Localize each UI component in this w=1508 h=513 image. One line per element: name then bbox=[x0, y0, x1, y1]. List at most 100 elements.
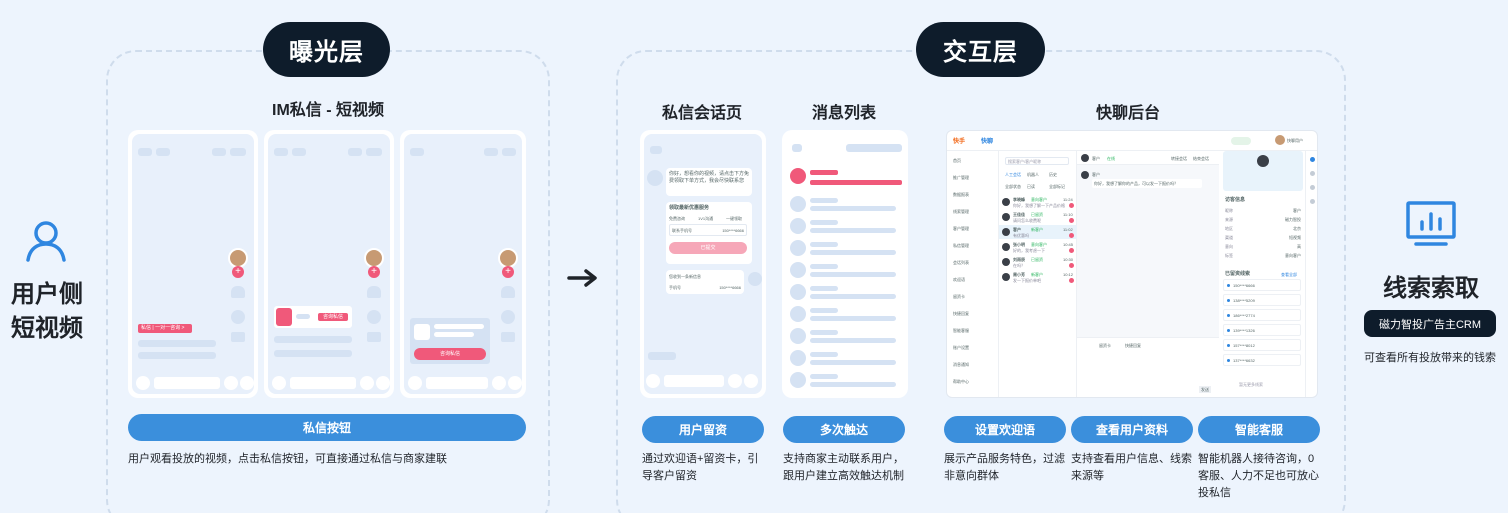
robot-description: 智能机器人接待咨询，0客服、人力不足也可放心投私信 bbox=[1198, 453, 1319, 499]
field-value[interactable]: 150****6666 bbox=[722, 228, 744, 233]
list-row-preview bbox=[810, 272, 896, 277]
session-time: 10:45 bbox=[1063, 242, 1074, 247]
tool-1[interactable]: 留资卡 bbox=[1099, 343, 1111, 348]
profile-value: 北京 bbox=[1293, 226, 1301, 231]
lead-capture-button[interactable]: 用户留资 bbox=[642, 416, 764, 443]
menu-item[interactable]: 消息通知 bbox=[953, 362, 969, 367]
menu-item[interactable]: 欢迎语 bbox=[953, 277, 965, 282]
session-tag: 新客户 bbox=[1031, 272, 1043, 277]
menu-item[interactable]: 数据报表 bbox=[953, 192, 969, 197]
session-avatar bbox=[1002, 213, 1010, 221]
left-label-line1: 用户侧 bbox=[11, 281, 83, 308]
clue-row[interactable]: 137****6632 bbox=[1223, 354, 1301, 366]
clue-dot bbox=[1227, 344, 1230, 347]
session-tab[interactable]: 历史 bbox=[1049, 172, 1057, 177]
reply-value: 150****6666 bbox=[719, 285, 741, 290]
list-avatar bbox=[790, 350, 806, 366]
view-profile-button[interactable]: 查看用户资料 bbox=[1071, 416, 1193, 443]
session-time: 10:12 bbox=[1063, 272, 1074, 277]
menu-item[interactable]: 首页 bbox=[953, 158, 961, 163]
card-opt2: 1V1沟通 bbox=[698, 216, 714, 221]
session-msg: 好的，我考虑一下 bbox=[1013, 248, 1045, 253]
profile-key: 渠道 bbox=[1225, 235, 1233, 240]
session-tag: 已留资 bbox=[1031, 257, 1043, 262]
reply-label: 手机号 bbox=[669, 285, 681, 290]
clue-row[interactable]: 157****8012 bbox=[1223, 339, 1301, 351]
session-tag: 新客户 bbox=[1031, 227, 1043, 232]
session-avatar bbox=[1002, 228, 1010, 236]
menu-item[interactable]: 留资卡 bbox=[953, 294, 965, 299]
user-icon bbox=[24, 218, 68, 262]
menu-item[interactable]: 客户管理 bbox=[953, 226, 969, 231]
submit-button[interactable]: 已提交 bbox=[669, 242, 747, 254]
clue-row[interactable]: 139****1326 bbox=[1223, 324, 1301, 336]
list-row-preview bbox=[810, 338, 896, 343]
menu-item[interactable]: 帮助中心 bbox=[953, 379, 969, 384]
dm-button[interactable]: 私信按钮 bbox=[128, 414, 526, 441]
clue-dot bbox=[1227, 299, 1230, 302]
session-msg: 在吗？ bbox=[1013, 263, 1025, 268]
backend-search-input[interactable]: 搜索客户/客户昵称 bbox=[1005, 157, 1069, 165]
list-row-preview bbox=[810, 206, 896, 211]
unread-dot bbox=[1069, 203, 1074, 208]
chat-action-1[interactable]: 转接会话 bbox=[1171, 156, 1187, 161]
phone-mock-3: + 咨询私信 bbox=[400, 130, 526, 398]
session-avatar bbox=[1002, 273, 1010, 281]
backend-user: 快聊用户 bbox=[1287, 138, 1303, 143]
profile-key: 地区 bbox=[1225, 226, 1233, 231]
chat-greeting: 你好，想看你的视频，请点击下方免费领取下单方式，我会尽快联系您 bbox=[669, 171, 750, 184]
session-name: 王佳佳 bbox=[1013, 212, 1025, 217]
session-avatar bbox=[1002, 258, 1010, 266]
session-msg: 有优惠吗 bbox=[1013, 233, 1029, 238]
session-time: 11:10 bbox=[1063, 212, 1073, 217]
menu-item[interactable]: 账户设置 bbox=[953, 345, 969, 350]
menu-item[interactable]: 智能客服 bbox=[953, 328, 969, 333]
clue-phone: 157****8012 bbox=[1233, 343, 1255, 348]
phone1-tag: 私信 | 一对一咨询 > bbox=[138, 324, 192, 333]
list-row-preview bbox=[810, 382, 896, 387]
clue-row[interactable]: 150****6666 bbox=[1223, 279, 1301, 291]
session-filter[interactable]: 全部状态 bbox=[1005, 184, 1021, 189]
list-row-name bbox=[810, 242, 838, 247]
exposure-description: 用户观看投放的视频，点击私信按钮，可直接通过私信与商家建联 bbox=[128, 453, 447, 465]
clue-phone: 137****6632 bbox=[1233, 358, 1255, 363]
welcome-message-button[interactable]: 设置欢迎语 bbox=[944, 416, 1066, 443]
menu-item[interactable]: 会话列表 bbox=[953, 260, 969, 265]
profile-section: 访客信息 bbox=[1225, 197, 1246, 203]
message-list-title: 消息列表 bbox=[811, 105, 876, 122]
smart-service-button[interactable]: 智能客服 bbox=[1198, 416, 1320, 443]
chat-msg-name: 客户 bbox=[1092, 172, 1100, 177]
chat-page-description: 通过欢迎语+留资卡，引导客户留资 bbox=[642, 453, 759, 482]
menu-item[interactable]: 线索管理 bbox=[953, 209, 969, 214]
clue-row[interactable]: 138****5209 bbox=[1223, 294, 1301, 306]
session-time: 10:30 bbox=[1063, 257, 1074, 262]
backend-chat-panel: 客户 在线 转接会话 结束会话 客户 你好，我想了解你的产品，可以发一下报价吗？… bbox=[1077, 151, 1219, 397]
session-tab[interactable]: 人工会话 bbox=[1005, 172, 1021, 177]
list-avatar bbox=[790, 262, 806, 278]
list-row-name bbox=[810, 264, 838, 269]
menu-item[interactable]: 私信管理 bbox=[953, 243, 969, 248]
session-filter[interactable]: 全部标记 bbox=[1049, 184, 1065, 189]
menu-item[interactable]: 推广管理 bbox=[953, 175, 969, 180]
tool-2[interactable]: 快捷回复 bbox=[1125, 343, 1141, 348]
clue-row[interactable]: 186****2774 bbox=[1223, 309, 1301, 321]
chat-action-2[interactable]: 结束会话 bbox=[1193, 156, 1209, 161]
menu-item[interactable]: 快捷回复 bbox=[953, 311, 969, 316]
send-button[interactable]: 发送 bbox=[1199, 386, 1211, 393]
session-tab[interactable]: 机器人 bbox=[1027, 172, 1039, 177]
clue-link[interactable]: 查看全部 bbox=[1281, 272, 1297, 277]
multi-touch-button[interactable]: 多次触达 bbox=[783, 416, 905, 443]
backend-logo-2: 快聊 bbox=[981, 139, 994, 145]
session-name: 周小芳 bbox=[1013, 272, 1025, 277]
list-avatar bbox=[790, 372, 806, 388]
list-row-name bbox=[810, 352, 838, 357]
session-filter[interactable]: 已读 bbox=[1027, 184, 1035, 189]
profile-value: 意向客户 bbox=[1285, 253, 1301, 258]
session-msg: 你好，我想了解一下产品价格 bbox=[1013, 203, 1065, 208]
